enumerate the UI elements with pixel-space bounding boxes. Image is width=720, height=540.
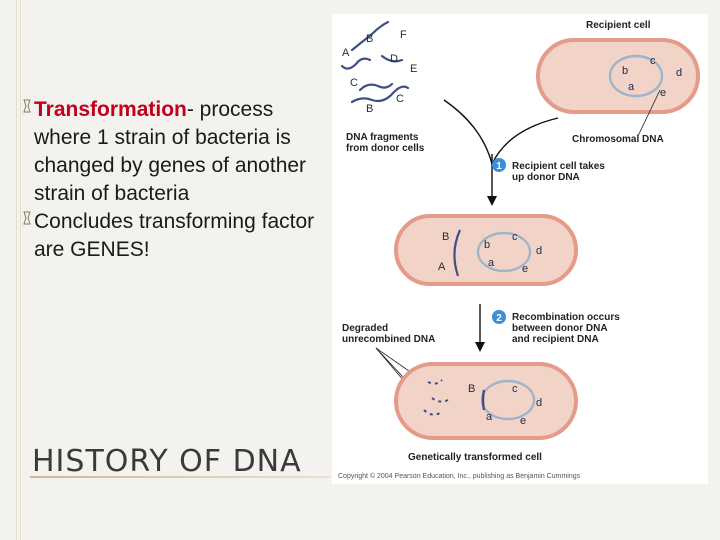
- bullet-list: Transformation- process where 1 strain o…: [22, 96, 332, 264]
- arrow-head: [475, 342, 485, 352]
- bullet-item: Concludes transforming factor are GENES!: [22, 208, 332, 264]
- cell-gene: a: [486, 411, 493, 423]
- bullet-pen-icon: [22, 211, 32, 225]
- arrow-head: [487, 196, 497, 206]
- step1-number: 1: [496, 161, 502, 172]
- bullet-text: Transformation- process where 1 strain o…: [34, 96, 332, 208]
- bullet-text: Concludes transforming factor are GENES!: [34, 208, 332, 264]
- cell-gene: c: [650, 55, 656, 67]
- cell-gene: d: [536, 245, 542, 257]
- cell-gene: a: [488, 257, 495, 269]
- arrow-curve: [444, 100, 492, 164]
- arrow-curve: [492, 118, 558, 164]
- fragment-gene: A: [342, 47, 350, 59]
- cell-gene: B: [442, 231, 449, 243]
- fragment-gene: E: [410, 63, 417, 75]
- cell-gene: b: [622, 65, 628, 77]
- cell-gene: c: [512, 383, 518, 395]
- recipient-cell: [538, 40, 698, 112]
- fragment-gene: D: [390, 53, 398, 65]
- fragment-gene: F: [400, 29, 407, 41]
- fragment-gene: C: [396, 93, 404, 105]
- cell-gene: e: [520, 415, 526, 427]
- fragment-gene: B: [366, 103, 373, 115]
- transformation-diagram: B F A D E C C B Recipient cell DNA fragm…: [332, 14, 708, 484]
- copyright-credit: Copyright © 2004 Pearson Education, Inc.…: [338, 472, 581, 480]
- bullet-item: Transformation- process where 1 strain o…: [22, 96, 332, 208]
- cell-gene: B: [468, 383, 475, 395]
- cell-gene: a: [628, 81, 635, 93]
- bullet-body: Concludes transforming factor are GENES!: [34, 210, 314, 261]
- cell-gene: d: [676, 67, 682, 79]
- chromosomal-dna-label: Chromosomal DNA: [572, 134, 664, 145]
- transformed-cell: [396, 364, 576, 438]
- cell-gene: c: [512, 231, 518, 243]
- cell-gene: b: [484, 239, 490, 251]
- fragment-gene: C: [350, 77, 358, 89]
- margin-line: [16, 0, 17, 540]
- title-underline: [30, 476, 330, 478]
- fragment-gene: B: [366, 33, 373, 45]
- cell-gene: A: [438, 261, 446, 273]
- transformed-cell-label: Genetically transformed cell: [408, 452, 542, 463]
- bullet-keyword: Transformation: [34, 98, 187, 121]
- margin-line: [20, 0, 21, 540]
- cell-gene: e: [660, 87, 666, 99]
- bullet-pen-icon: [22, 99, 32, 113]
- donor-fragments: [342, 22, 408, 102]
- transformation-figure: B F A D E C C B Recipient cell DNA fragm…: [332, 14, 708, 484]
- recombined-dna-segment: [483, 390, 484, 410]
- cell-gene: e: [522, 263, 528, 275]
- slide-title: HISTORY OF DNA: [32, 444, 302, 479]
- step2-number: 2: [496, 313, 502, 324]
- cell-gene: d: [536, 397, 542, 409]
- recipient-cell-label: Recipient cell: [586, 20, 651, 31]
